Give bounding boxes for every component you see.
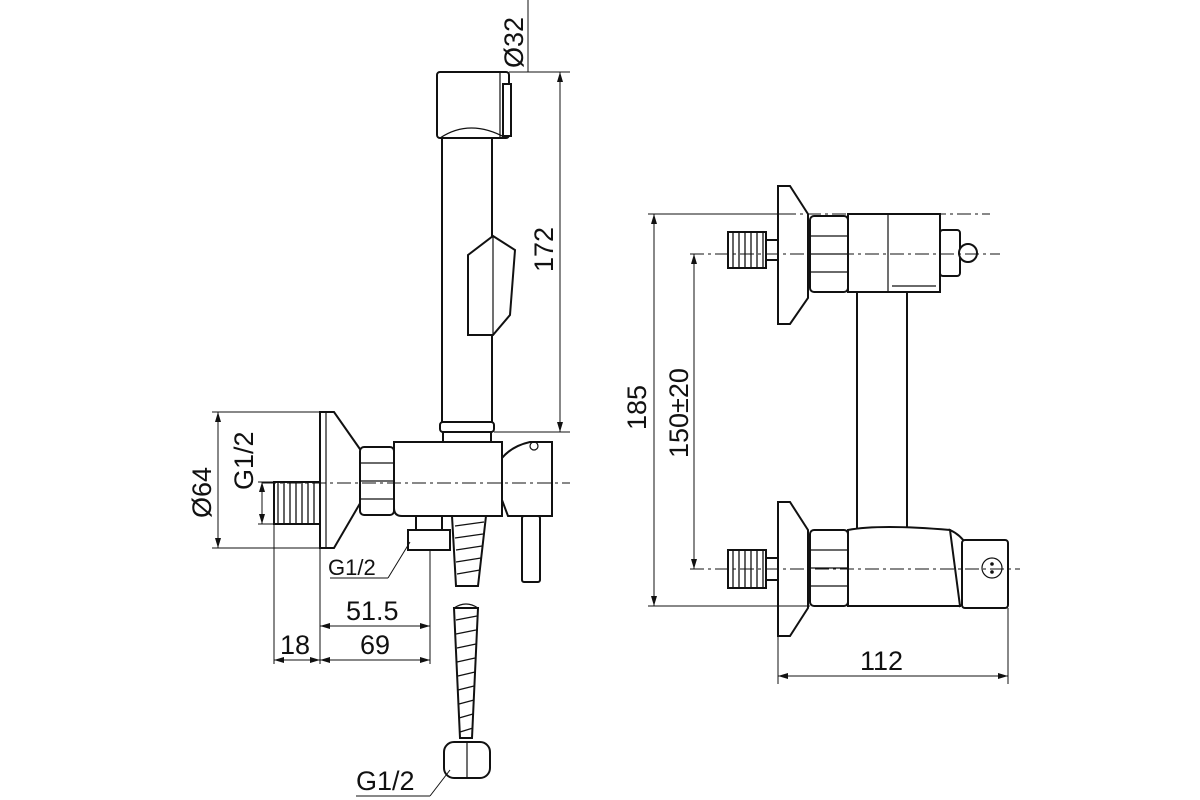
shower-handle	[439, 137, 517, 443]
shower-head	[436, 71, 512, 139]
hex-nut-side	[359, 446, 395, 516]
dim-label-thread-inlet: G1/2	[229, 431, 259, 490]
side-dimensions	[212, 0, 570, 797]
dim-label-thread-hose: G1/2	[356, 766, 415, 796]
dim-label-thread-outlet: G1/2	[328, 555, 376, 580]
valve-body-front	[847, 526, 1009, 609]
hose	[443, 515, 491, 779]
dim-label-height-185: 185	[622, 385, 652, 430]
front-view: 185 150±20 112	[622, 185, 1020, 684]
dim-label-diameter-32: Ø32	[499, 17, 529, 68]
body-pipe	[856, 289, 908, 537]
dim-label-offset-51-5: 51.5	[346, 596, 399, 626]
dim-label-width-112: 112	[860, 646, 903, 676]
hex-nut-bottom	[809, 529, 849, 607]
inlet-thread-side	[273, 481, 321, 525]
dim-label-depth-69: 69	[360, 630, 390, 660]
wall-flange-side	[319, 411, 363, 549]
dim-label-depth-18: 18	[280, 630, 310, 660]
valve-body-side	[393, 441, 553, 583]
side-view: Ø32 172 Ø64 G1/2 G1/2 51.5 69 18 G1/2	[187, 0, 570, 797]
dim-label-height-172: 172	[529, 227, 559, 272]
front-dimensions	[648, 213, 1009, 684]
top-holder	[847, 213, 978, 293]
dim-label-diameter-64: Ø64	[187, 467, 217, 518]
dim-label-center-150: 150±20	[664, 368, 694, 458]
inlet-thread-top	[727, 231, 779, 269]
wall-flange-top	[777, 185, 809, 325]
